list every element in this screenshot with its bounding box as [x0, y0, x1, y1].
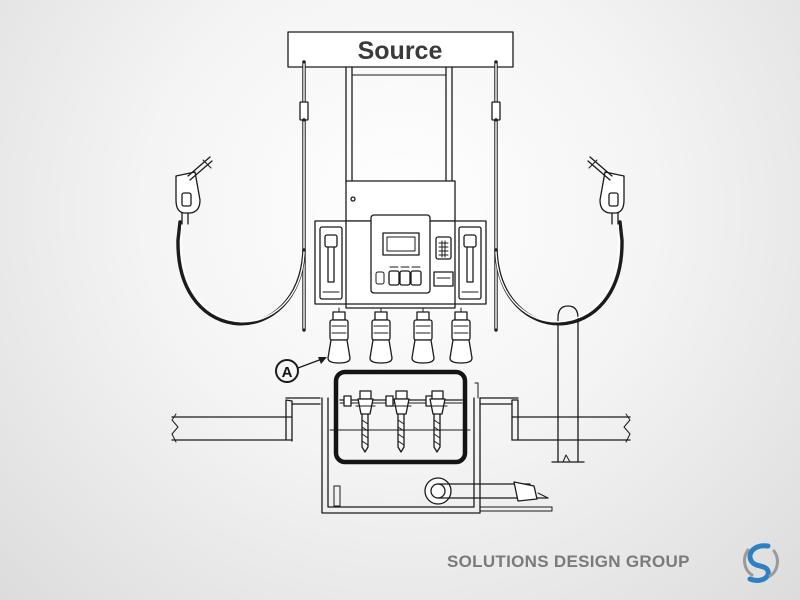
left-hose-loop — [176, 220, 306, 326]
callout-a: A — [275, 357, 327, 383]
lower-pipe — [424, 477, 553, 512]
valve-4 — [449, 311, 473, 364]
right-nozzle-holster — [458, 226, 482, 300]
valve-2 — [369, 311, 393, 364]
company-name: SOLUTIONS DESIGN GROUP — [447, 552, 690, 571]
shear-valve-1 — [355, 390, 376, 453]
right-nozzle-icon — [587, 156, 625, 225]
sign-columns — [345, 66, 453, 183]
bollard — [551, 305, 585, 463]
display-panel — [370, 214, 431, 294]
left-nozzle-holster — [319, 226, 343, 300]
left-curb — [171, 399, 293, 443]
shear-valve-2 — [391, 390, 412, 453]
sign-label: Source — [358, 37, 443, 65]
valve-1 — [327, 311, 351, 364]
left-hose-drop — [299, 60, 309, 332]
island-top — [285, 397, 519, 405]
right-curb — [511, 399, 631, 443]
left-nozzle-icon — [175, 156, 213, 225]
right-hose-loop — [494, 220, 624, 326]
s-swirl-logo-icon — [743, 543, 779, 583]
callout-label: A — [282, 364, 293, 381]
right-hose-drop — [491, 60, 501, 332]
valve-3 — [411, 311, 435, 364]
shear-valve-3 — [427, 390, 448, 453]
valve-row — [327, 307, 473, 364]
dispenser-sump — [321, 382, 481, 514]
shear-valves — [339, 390, 463, 453]
highlight-box — [333, 369, 468, 465]
source-sign: Source — [287, 31, 514, 68]
keypad-icon — [435, 236, 452, 260]
receipt-printer — [433, 271, 454, 287]
